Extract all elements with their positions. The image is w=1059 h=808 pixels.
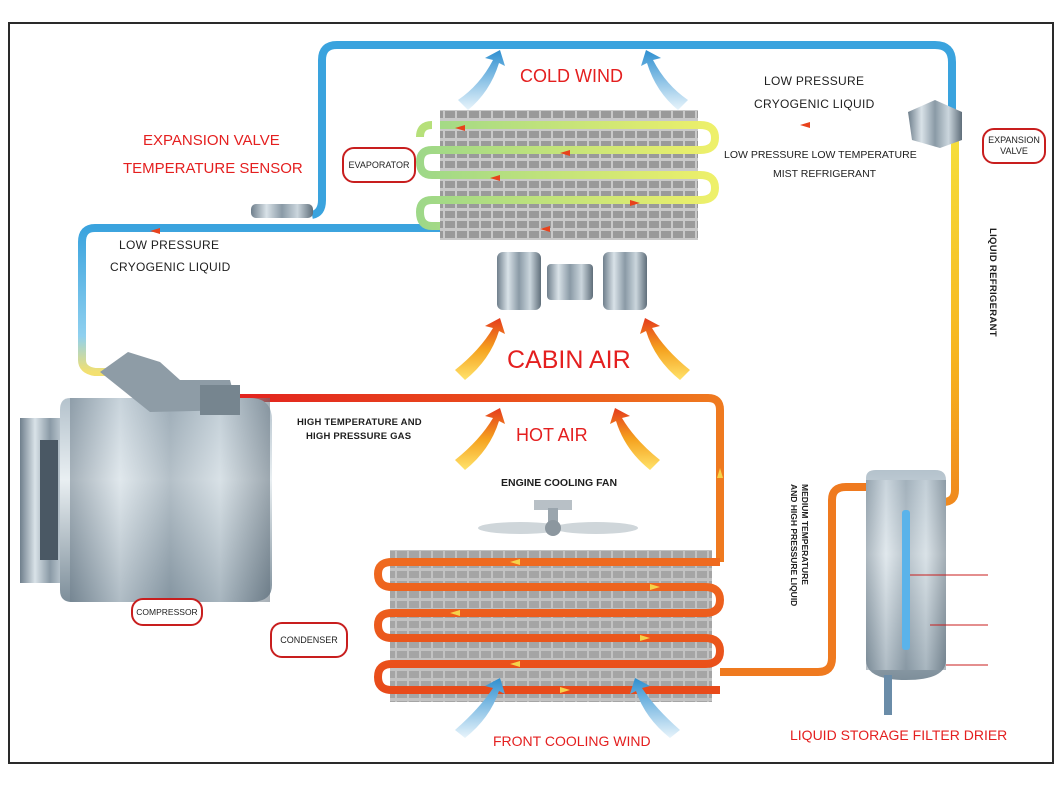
suction-pipe: [78, 224, 440, 376]
low-pressure-top-label-1: LOW PRESSURE: [764, 74, 865, 88]
front-cooling-wind-label: FRONT COOLING WIND: [493, 733, 651, 749]
high-temp-gas-label-2: HIGH PRESSURE GAS: [306, 431, 412, 442]
blower-icon: [497, 252, 647, 310]
liquid-storage-label: LIQUID STORAGE FILTER DRIER: [790, 727, 1008, 743]
evaporator-coil: [415, 121, 720, 230]
mist-refrigerant-label-1: LOW PRESSURE LOW TEMPERATURE: [724, 149, 917, 161]
arrow-icon: [455, 318, 690, 380]
mist-refrigerant-label-2: MIST REFRIGERANT: [773, 168, 877, 180]
compressor-tag: COMPRESSOR: [131, 598, 203, 626]
condenser-tag: CONDENSER: [270, 622, 348, 658]
condenser-outlet-pipe: [720, 483, 880, 676]
arrow-icon: [150, 122, 810, 234]
evaporator-tag: EVAPORATOR: [342, 147, 416, 183]
drier-icon: [866, 470, 988, 715]
engine-cooling-fan-label: ENGINE COOLING FAN: [501, 477, 618, 489]
expansion-valve-sensor-label-2: TEMPERATURE SENSOR: [123, 160, 303, 177]
low-pressure-left-label-2: CRYOGENIC LIQUID: [110, 260, 231, 274]
medium-temp-label-2: AND HIGH PRESSURE LIQUID: [789, 484, 799, 607]
discharge-pipe: [230, 394, 724, 562]
liquid-refrigerant-pipe: [915, 135, 959, 506]
expansion-valve-sensor-label-1: EXPANSION VALVE: [143, 132, 280, 149]
expansion-valve-icon: [908, 100, 962, 148]
medium-temp-label-1: MEDIUM TEMPERATURE: [800, 484, 810, 585]
expansion-valve-tag: EXPANSION VALVE: [982, 128, 1046, 164]
low-pressure-return-pipe: [310, 41, 956, 219]
cabin-air-label: CABIN AIR: [507, 346, 631, 374]
arrow-icon: [458, 50, 688, 110]
arrow-icon: [455, 678, 680, 738]
low-pressure-top-label-2: CRYOGENIC LIQUID: [754, 97, 875, 111]
high-temp-gas-label-1: HIGH TEMPERATURE AND: [297, 417, 422, 428]
low-pressure-left-label-1: LOW PRESSURE: [119, 238, 220, 252]
arrow-icon: [450, 468, 723, 693]
arrow-icon: [455, 408, 660, 470]
compressor-icon: [20, 352, 272, 602]
liquid-refrigerant-label: LIQUID REFRIGERANT: [987, 228, 998, 337]
condenser-core: [390, 550, 712, 702]
condenser-coil: [373, 558, 725, 694]
hot-air-label: HOT AIR: [516, 425, 588, 445]
sensor-icon: [251, 204, 313, 218]
cold-wind-label: COLD WIND: [520, 66, 623, 86]
fan-icon: [478, 500, 638, 536]
